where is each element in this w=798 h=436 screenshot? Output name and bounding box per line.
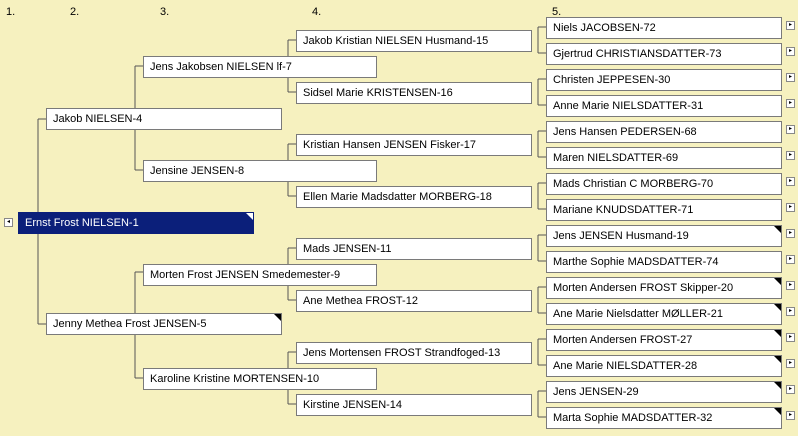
person-box-gen5-2[interactable]: Gjertrud CHRISTIANSDATTER-73 <box>546 43 782 65</box>
arrow-right-icon[interactable]: ▸ <box>786 385 795 394</box>
arrow-right-icon[interactable]: ▸ <box>786 203 795 212</box>
person-box-gen4-5[interactable]: Mads JENSEN-11 <box>296 238 532 260</box>
person-box-gen2-2[interactable]: Jenny Methea Frost JENSEN-5 <box>46 313 282 335</box>
person-name: Jensine JENSEN-8 <box>150 165 245 177</box>
person-box-gen5-13[interactable]: Morten Andersen FROST-27 <box>546 329 782 351</box>
generation-header-2: 2. <box>70 6 80 18</box>
person-name: Anne Marie NIELSDATTER-31 <box>553 100 704 112</box>
person-name: Jenny Methea Frost JENSEN-5 <box>53 318 207 330</box>
person-name: Sidsel Marie KRISTENSEN-16 <box>303 87 453 99</box>
person-name: Ane Marie Nielsdatter MØLLER-21 <box>553 308 723 320</box>
person-name: Morten Andersen FROST Skipper-20 <box>553 282 734 294</box>
corner-flag-icon <box>774 330 781 337</box>
person-box-gen4-6[interactable]: Ane Methea FROST-12 <box>296 290 532 312</box>
person-box-gen5-16[interactable]: Marta Sophie MADSDATTER-32 <box>546 407 782 429</box>
arrow-right-icon[interactable]: ▸ <box>786 411 795 420</box>
person-box-gen5-15[interactable]: Jens JENSEN-29 <box>546 381 782 403</box>
person-box-gen5-11[interactable]: Morten Andersen FROST Skipper-20 <box>546 277 782 299</box>
arrow-right-icon[interactable]: ▸ <box>786 307 795 316</box>
generation-header-3: 3. <box>160 6 170 18</box>
person-box-gen5-12[interactable]: Ane Marie Nielsdatter MØLLER-21 <box>546 303 782 325</box>
person-box-gen4-4[interactable]: Ellen Marie Madsdatter MORBERG-18 <box>296 186 532 208</box>
person-box-gen1[interactable]: Ernst Frost NIELSEN-1 <box>18 212 254 234</box>
corner-flag-icon <box>774 356 781 363</box>
person-box-gen5-1[interactable]: Niels JACOBSEN-72 <box>546 17 782 39</box>
person-name: Marthe Sophie MADSDATTER-74 <box>553 256 719 268</box>
arrow-left-icon[interactable]: ◂ <box>4 218 13 227</box>
person-name: Ane Methea FROST-12 <box>303 295 418 307</box>
person-name: Karoline Kristine MORTENSEN-10 <box>150 373 320 385</box>
person-box-gen3-3[interactable]: Morten Frost JENSEN Smedemester-9 <box>143 264 377 286</box>
person-name: Mads Christian C MORBERG-70 <box>553 178 714 190</box>
person-box-gen5-7[interactable]: Mads Christian C MORBERG-70 <box>546 173 782 195</box>
person-box-gen3-4[interactable]: Karoline Kristine MORTENSEN-10 <box>143 368 377 390</box>
person-box-gen5-14[interactable]: Ane Marie NIELSDATTER-28 <box>546 355 782 377</box>
person-name: Christen JEPPESEN-30 <box>553 74 671 86</box>
person-box-gen5-9[interactable]: Jens JENSEN Husmand-19 <box>546 225 782 247</box>
person-box-gen4-7[interactable]: Jens Mortensen FROST Strandfoged-13 <box>296 342 532 364</box>
corner-flag-icon <box>774 382 781 389</box>
person-name: Kirstine JENSEN-14 <box>303 399 403 411</box>
person-box-gen5-8[interactable]: Mariane KNUDSDATTER-71 <box>546 199 782 221</box>
arrow-right-icon[interactable]: ▸ <box>786 255 795 264</box>
arrow-right-icon[interactable]: ▸ <box>786 47 795 56</box>
person-box-gen3-1[interactable]: Jens Jakobsen NIELSEN lf-7 <box>143 56 377 78</box>
generation-header-4: 4. <box>312 6 322 18</box>
arrow-right-icon[interactable]: ▸ <box>786 333 795 342</box>
person-name: Mariane KNUDSDATTER-71 <box>553 204 694 216</box>
corner-flag-icon <box>774 408 781 415</box>
person-name: Jens JENSEN-29 <box>553 386 639 398</box>
person-box-gen5-5[interactable]: Jens Hansen PEDERSEN-68 <box>546 121 782 143</box>
person-name: Maren NIELSDATTER-69 <box>553 152 679 164</box>
corner-flag-icon <box>246 213 253 220</box>
person-name: Marta Sophie MADSDATTER-32 <box>553 412 713 424</box>
person-box-gen5-3[interactable]: Christen JEPPESEN-30 <box>546 69 782 91</box>
person-box-gen4-1[interactable]: Jakob Kristian NIELSEN Husmand-15 <box>296 30 532 52</box>
arrow-right-icon[interactable]: ▸ <box>786 359 795 368</box>
arrow-right-icon[interactable]: ▸ <box>786 151 795 160</box>
person-name: Mads JENSEN-11 <box>303 243 392 255</box>
person-name: Jens Jakobsen NIELSEN lf-7 <box>150 61 292 73</box>
generation-header-1: 1. <box>6 6 16 18</box>
person-name: Niels JACOBSEN-72 <box>553 22 656 34</box>
person-box-gen5-4[interactable]: Anne Marie NIELSDATTER-31 <box>546 95 782 117</box>
arrow-right-icon[interactable]: ▸ <box>786 73 795 82</box>
corner-flag-icon <box>274 314 281 321</box>
arrow-right-icon[interactable]: ▸ <box>786 125 795 134</box>
person-name: Morten Andersen FROST-27 <box>553 334 693 346</box>
person-name: Jens JENSEN Husmand-19 <box>553 230 689 242</box>
person-name: Gjertrud CHRISTIANSDATTER-73 <box>553 48 722 60</box>
person-name: Ane Marie NIELSDATTER-28 <box>553 360 698 372</box>
arrow-right-icon[interactable]: ▸ <box>786 21 795 30</box>
person-box-gen3-2[interactable]: Jensine JENSEN-8 <box>143 160 377 182</box>
person-name: Jakob Kristian NIELSEN Husmand-15 <box>303 35 489 47</box>
person-box-gen4-2[interactable]: Sidsel Marie KRISTENSEN-16 <box>296 82 532 104</box>
person-box-gen5-10[interactable]: Marthe Sophie MADSDATTER-74 <box>546 251 782 273</box>
corner-flag-icon <box>774 226 781 233</box>
person-box-gen2-1[interactable]: Jakob NIELSEN-4 <box>46 108 282 130</box>
person-name: Ellen Marie Madsdatter MORBERG-18 <box>303 191 492 203</box>
person-name: Ernst Frost NIELSEN-1 <box>25 217 139 229</box>
corner-flag-icon <box>774 278 781 285</box>
person-name: Morten Frost JENSEN Smedemester-9 <box>150 269 341 281</box>
corner-flag-icon <box>774 304 781 311</box>
person-box-gen5-6[interactable]: Maren NIELSDATTER-69 <box>546 147 782 169</box>
arrow-right-icon[interactable]: ▸ <box>786 99 795 108</box>
person-name: Kristian Hansen JENSEN Fisker-17 <box>303 139 477 151</box>
arrow-right-icon[interactable]: ▸ <box>786 281 795 290</box>
person-name: Jens Mortensen FROST Strandfoged-13 <box>303 347 501 359</box>
arrow-right-icon[interactable]: ▸ <box>786 177 795 186</box>
person-name: Jens Hansen PEDERSEN-68 <box>553 126 697 138</box>
generation-header-5: 5. <box>552 6 562 18</box>
person-box-gen4-8[interactable]: Kirstine JENSEN-14 <box>296 394 532 416</box>
person-box-gen4-3[interactable]: Kristian Hansen JENSEN Fisker-17 <box>296 134 532 156</box>
person-name: Jakob NIELSEN-4 <box>53 113 143 125</box>
arrow-right-icon[interactable]: ▸ <box>786 229 795 238</box>
